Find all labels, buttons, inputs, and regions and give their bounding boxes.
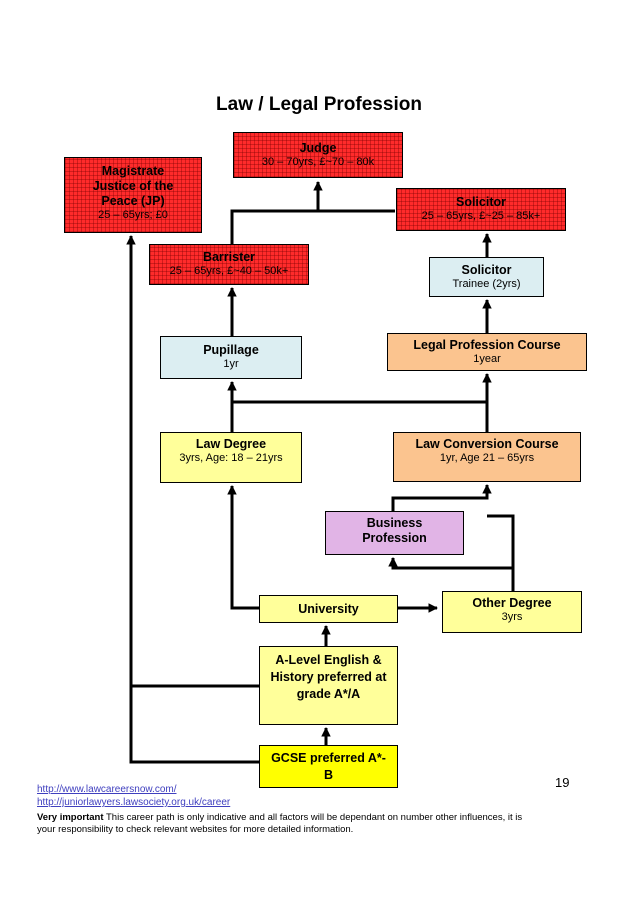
reference-links: http://www.lawcareersnow.com/ http://jun… [37,783,230,809]
solicitor-title: Solicitor [455,195,506,209]
page-title: Law / Legal Profession [216,94,422,115]
law-degree-title: Law Degree [195,437,267,451]
legal-profession-course-title: Legal Profession Course [413,338,561,352]
gcse-title: GCSE preferred A*-B [271,751,386,782]
business-profession-title: Business Profession [362,516,427,545]
university-title: University [298,602,359,616]
solicitor-box: Solicitor 25 – 65yrs, £~25 – 85k+ [396,188,566,231]
a-level-box: A-Level English & History preferred at g… [259,646,398,725]
pupillage-box: Pupillage 1yr [160,336,302,379]
law-conversion-course-title: Law Conversion Course [415,437,559,451]
pupillage-title: Pupillage [203,343,259,357]
barrister-box: Barrister 25 – 65yrs, £~40 – 50k+ [149,244,309,285]
legal-profession-course-box: Legal Profession Course 1year [387,333,587,371]
barrister-title: Barrister [202,250,256,264]
lawcareersnow-link[interactable]: http://www.lawcareersnow.com/ [37,784,177,795]
barrister-details: 25 – 65yrs, £~40 – 50k+ [169,265,289,277]
magistrate-title: Magistrate Justice of the Peace (JP) [92,164,174,208]
gcse-box: GCSE preferred A*-B [259,745,398,788]
other-degree-title: Other Degree [472,596,552,610]
law-conversion-course-details: 1yr, Age 21 – 65yrs [439,452,535,464]
judge-title: Judge [299,141,337,155]
other-degree-box: Other Degree 3yrs [442,591,582,633]
other-degree-details: 3yrs [501,611,523,623]
law-degree-details: 3yrs, Age: 18 – 21yrs [179,452,283,464]
page-number: 19 [555,775,570,790]
solicitor-trainee-title: Solicitor [461,263,512,277]
magistrate-box: Magistrate Justice of the Peace (JP) 25 … [64,157,202,233]
law-degree-box: Law Degree 3yrs, Age: 18 – 21yrs [160,432,302,483]
junior-lawyers-link[interactable]: http://juniorlawyers.lawsociety.org.uk/c… [37,797,231,808]
disclaimer-text: This career path is only indicative and … [37,812,523,835]
university-box: University [259,595,398,623]
legal-profession-course-details: 1year [473,353,501,365]
magistrate-details: 25 – 65yrs; £0 [98,209,168,221]
disclaimer-strong: Very important [37,812,104,823]
judge-box: Judge 30 – 70yrs, £~70 – 80k [233,132,403,178]
judge-details: 30 – 70yrs, £~70 – 80k [261,156,375,168]
a-level-title: A-Level English & History preferred at g… [270,653,387,701]
business-profession-box: Business Profession [325,511,464,555]
pupillage-details: 1yr [223,358,239,370]
disclaimer-note: Very important This career path is only … [37,812,537,836]
solicitor-trainee-box: Solicitor Trainee (2yrs) [429,257,544,297]
law-conversion-course-box: Law Conversion Course 1yr, Age 21 – 65yr… [393,432,581,482]
solicitor-trainee-details: Trainee (2yrs) [452,278,521,290]
solicitor-details: 25 – 65yrs, £~25 – 85k+ [421,210,541,222]
